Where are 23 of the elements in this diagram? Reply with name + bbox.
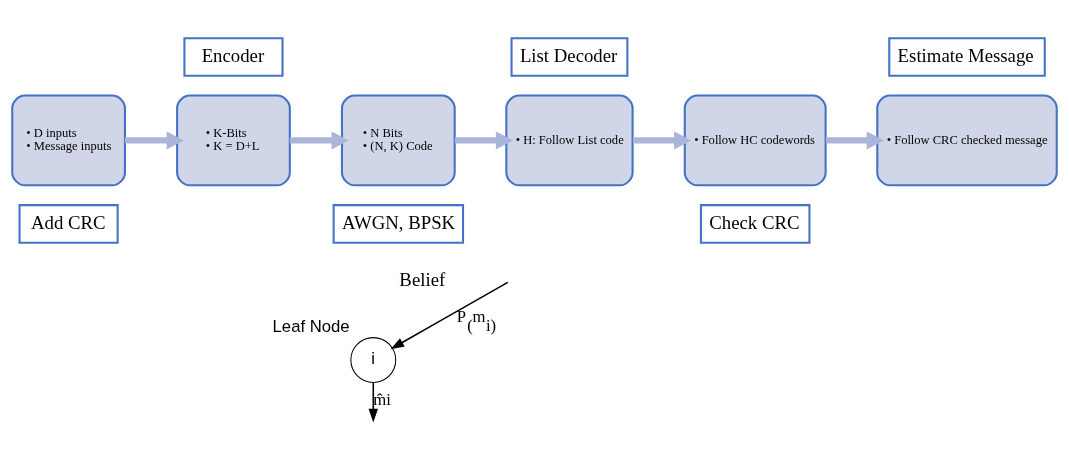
node-box: Check CRC — [699, 204, 811, 244]
node-box: • H: Follow List code — [505, 94, 634, 187]
arrow — [454, 131, 514, 150]
label: Belief — [399, 268, 446, 290]
node-box: Add CRC — [18, 204, 119, 244]
node-box: • Follow CRC checked message — [876, 94, 1058, 187]
arrow — [289, 131, 349, 150]
node-box: • N Bits • (N, K) Code — [340, 94, 456, 187]
node-box: Encoder — [183, 37, 284, 77]
node-box: List Decoder — [510, 37, 629, 77]
arrow — [632, 131, 692, 150]
arrow — [124, 131, 184, 150]
edge-label: m̂i — [373, 390, 391, 410]
node-box: • K-Bits • K = D+L — [176, 94, 291, 187]
node-box: • Follow HC codewords — [683, 94, 827, 187]
node-box: Estimate Message — [888, 37, 1046, 77]
node-label: Leaf Node — [272, 317, 350, 337]
arrow — [390, 281, 509, 350]
node-circle: i — [350, 337, 397, 384]
arrow — [368, 381, 379, 423]
node-box: AWGN, BPSK — [332, 204, 465, 244]
node-box: • D inputs • Message inputs — [11, 94, 126, 187]
arrow — [825, 131, 884, 150]
